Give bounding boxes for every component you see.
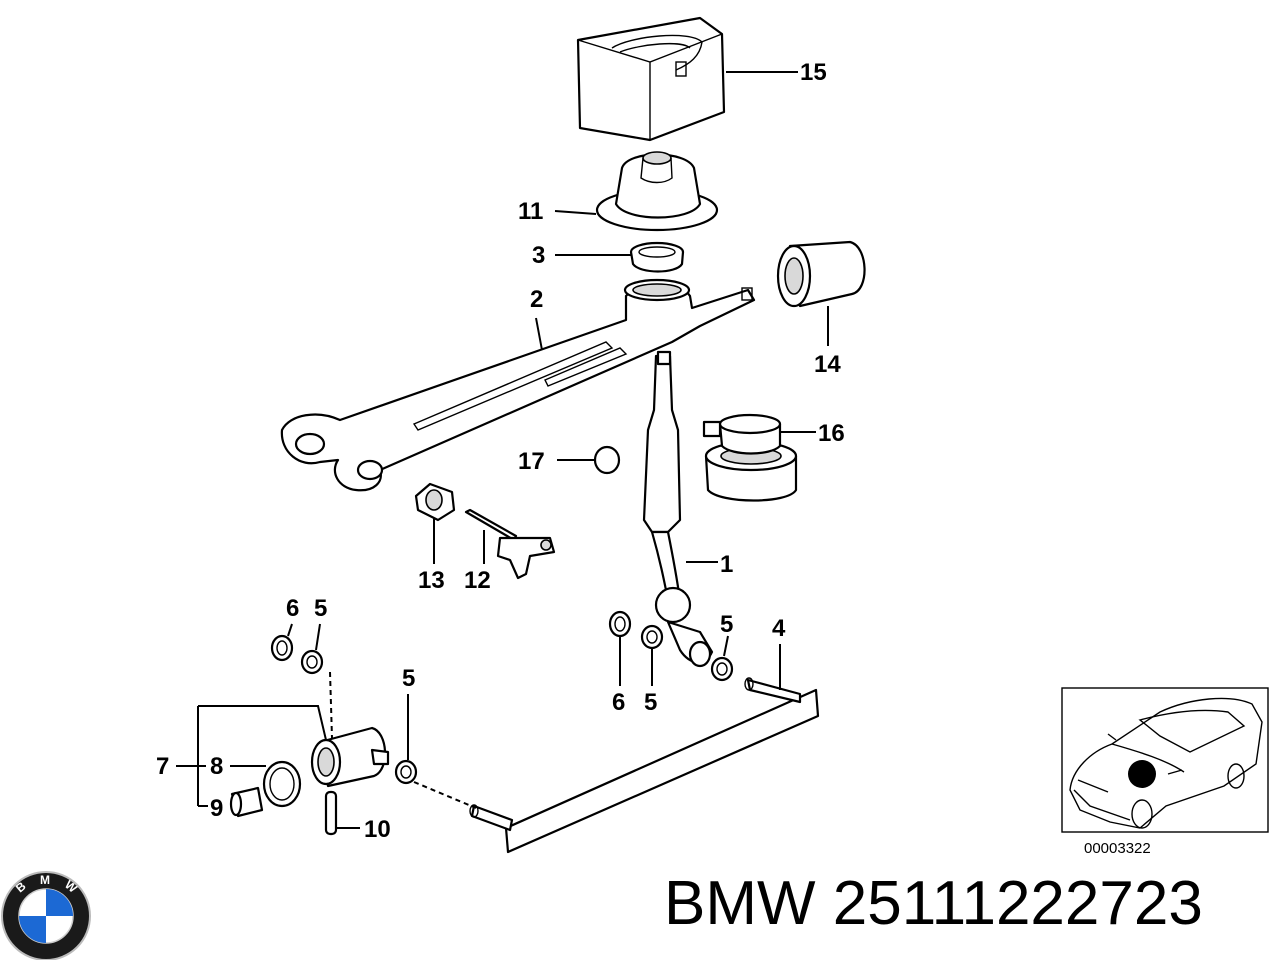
part-16-bearing [702,413,798,502]
callout-11: 11 [518,198,543,225]
callout-6-left: 6 [286,595,299,622]
callout-7: 7 [156,753,169,780]
callout-labels: 15 11 3 2 14 16 17 1 13 12 4 5 6 5 6 5 5… [156,59,845,843]
part-17-disc [593,445,621,475]
part-11-rubber-boot [595,151,719,232]
callout-5-center: 5 [402,665,415,692]
part-14-bushing [776,240,866,308]
callout-17: 17 [518,448,545,475]
callout-2: 2 [530,286,543,313]
leader-lines [176,71,829,829]
callout-13: 13 [418,567,445,594]
callout-15: 15 [800,59,827,86]
part-2-carrier [280,278,756,492]
callout-14: 14 [814,351,841,378]
part-15-cover [576,16,726,142]
callout-12: 12 [464,567,491,594]
callout-9: 9 [210,795,223,822]
part-12-pin-bracket [464,508,556,580]
diagram-code: 00003322 [1084,840,1151,857]
part-4-shift-rod [469,677,820,854]
callout-3: 3 [532,242,545,269]
callout-5-right-lower: 5 [644,689,657,716]
part-1-shift-lever [642,350,714,668]
callout-10: 10 [364,816,391,843]
bmw-logo: B M W [1,871,91,960]
callout-1: 1 [720,551,733,578]
location-highlight [1128,760,1156,788]
parts-left-joint [229,634,418,836]
part-13-clip [414,482,456,522]
callout-5-left: 5 [314,595,327,622]
brand-part-number: BMW 25111222723 [664,869,1203,938]
callout-16: 16 [818,420,845,447]
part-3-ring [629,241,685,273]
callout-8: 8 [210,753,223,780]
parts-6-5-washers-right [608,610,734,682]
callout-6-right: 6 [612,689,625,716]
callout-5-right-upper: 5 [720,611,733,638]
callout-4: 4 [772,615,786,642]
car-locator-inset [1061,687,1269,833]
bmw-logo-letter-m: M [40,873,50,887]
